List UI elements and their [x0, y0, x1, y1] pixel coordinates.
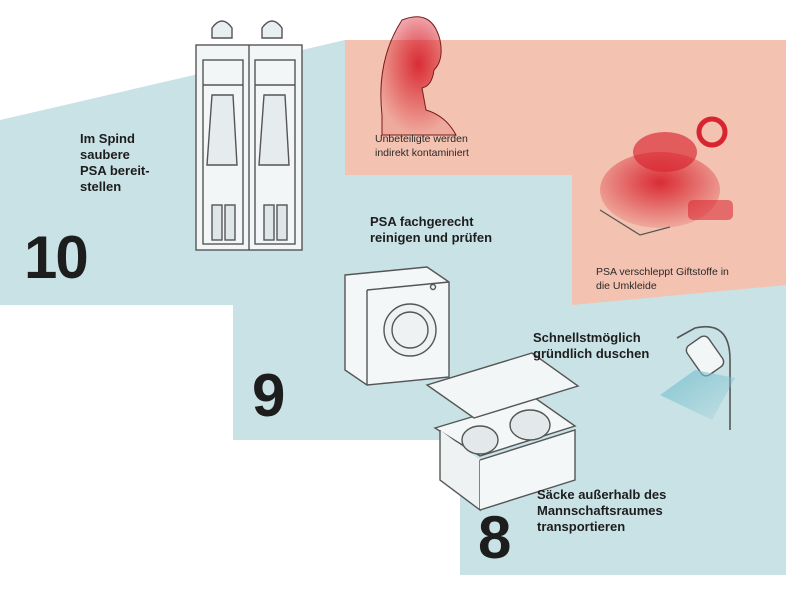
- step-9-text: PSA fachgerecht reinigen und prüfen: [370, 214, 570, 246]
- step-10-text: Im Spind saubere PSA bereit- stellen: [80, 131, 200, 195]
- step-8-text: Säcke außerhalb des Mannschaftsraumes tr…: [537, 487, 737, 535]
- step-8-number: 8: [478, 508, 509, 568]
- washing-machine-icon: [345, 267, 449, 385]
- locker-icon: [196, 21, 302, 250]
- warning-ppe-carryover-text: PSA verschleppt Giftstoffe in die Umklei…: [596, 265, 766, 293]
- step-9-number: 9: [252, 366, 283, 426]
- warning-bystanders-text: Unbeteiligte werden indirekt kontaminier…: [375, 132, 525, 160]
- step-10-number: 10: [24, 228, 87, 288]
- shower-step-text: Schnellstmöglich gründlich duschen: [533, 330, 713, 362]
